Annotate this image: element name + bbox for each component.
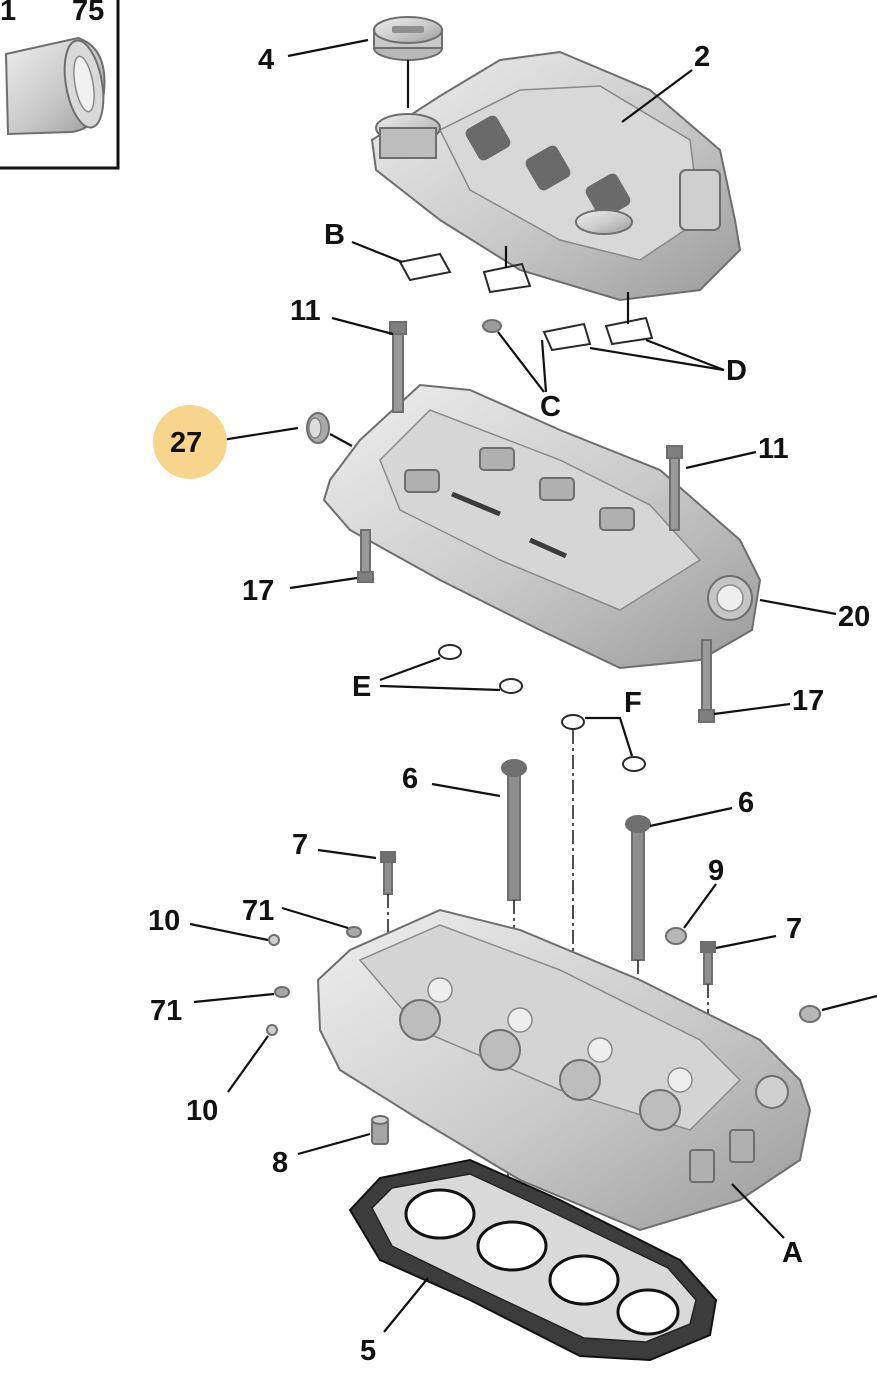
camshaft-carrier-part-2	[370, 50, 742, 302]
head-bolt-part-6a	[501, 759, 527, 901]
bolt-part-11b	[666, 445, 683, 531]
plug-part-27	[306, 412, 330, 444]
stud-part-7a	[380, 851, 396, 895]
label-1: 1	[0, 0, 16, 27]
label-11-right: 11	[758, 433, 789, 465]
label-27: 27	[170, 427, 202, 459]
label-20: 20	[838, 601, 870, 633]
leader-lines	[189, 38, 877, 1333]
label-9: 9	[708, 855, 724, 887]
label-F: F	[624, 687, 642, 719]
o-ring-part-E	[438, 644, 523, 694]
label-10-top: 10	[148, 905, 180, 937]
label-17-left: 17	[242, 575, 274, 607]
gasket-part-B2	[482, 262, 532, 294]
label-D: D	[726, 355, 747, 387]
gasket-part-B	[398, 252, 452, 282]
label-7-left: 7	[292, 829, 308, 861]
label-10-bottom: 10	[186, 1095, 218, 1127]
label-B: B	[324, 219, 345, 251]
o-ring-part-F	[561, 714, 646, 772]
label-11-top: 11	[290, 295, 321, 327]
plug-part-9	[665, 927, 687, 945]
ball-part-10	[266, 934, 280, 1036]
cylinder-head-part-A	[316, 908, 812, 1232]
label-4: 4	[258, 44, 274, 76]
label-75: 75	[72, 0, 104, 27]
label-A: A	[782, 1237, 803, 1269]
label-C: C	[540, 391, 561, 423]
label-17-right: 17	[792, 685, 824, 717]
dowel-part-8	[371, 1115, 389, 1145]
label-71-bottom: 71	[150, 995, 182, 1027]
label-7-right: 7	[786, 913, 802, 945]
seal-part-C	[482, 319, 502, 333]
head-bolt-part-6b	[625, 815, 651, 961]
gasket-part-D1	[542, 322, 592, 352]
cap-part-4	[373, 16, 443, 61]
label-2: 2	[694, 41, 710, 73]
label-71-top: 71	[242, 895, 274, 927]
stud-part-7b	[700, 941, 716, 985]
label-5: 5	[360, 1335, 376, 1367]
bolt-part-11a	[389, 321, 407, 413]
highlight-circle-27	[153, 405, 227, 479]
label-E: E	[352, 671, 371, 703]
gasket-part-D2	[604, 316, 654, 346]
cylinder-head-cover-part	[322, 383, 762, 670]
bolt-part-17a	[357, 529, 374, 583]
sleeve-part	[4, 36, 106, 136]
bolt-part-17b	[698, 639, 715, 723]
plug-part-71	[274, 926, 362, 998]
head-gasket-part-5	[348, 1158, 718, 1362]
label-6-left: 6	[402, 763, 418, 795]
inset-box	[0, 0, 120, 170]
label-6-right: 6	[738, 787, 754, 819]
plug-part-right	[799, 1005, 821, 1023]
label-8: 8	[272, 1147, 288, 1179]
